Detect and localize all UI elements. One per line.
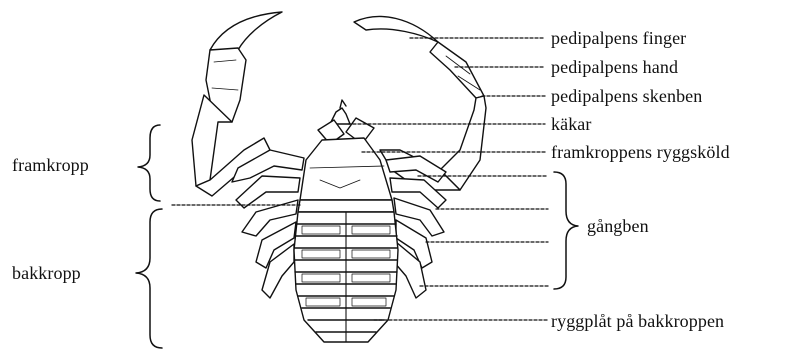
opisthosoma-drawing (294, 212, 398, 342)
brace-framkropp (138, 125, 160, 201)
label-pedipalp-hand: pedipalpens hand (551, 57, 678, 77)
label-pedipalp-tibia: pedipalpens skenben (551, 86, 702, 106)
label-opisthosoma: bakkropp (12, 263, 81, 283)
label-walking-legs: gångben (587, 216, 649, 236)
label-pedipalp-finger: pedipalpens finger (551, 28, 686, 48)
left-walking-legs (232, 150, 304, 298)
carapace-drawing (298, 138, 394, 212)
label-opisthosoma-plate: ryggplåt på bakkroppen (551, 311, 724, 331)
brace-bakkropp (136, 209, 162, 348)
label-prosoma: framkropp (12, 155, 89, 175)
label-carapace: framkroppens ryggsköld (551, 142, 730, 162)
label-chelicerae: käkar (551, 114, 591, 134)
chelicerae-drawing (318, 100, 374, 144)
brace-gangben (554, 172, 578, 289)
